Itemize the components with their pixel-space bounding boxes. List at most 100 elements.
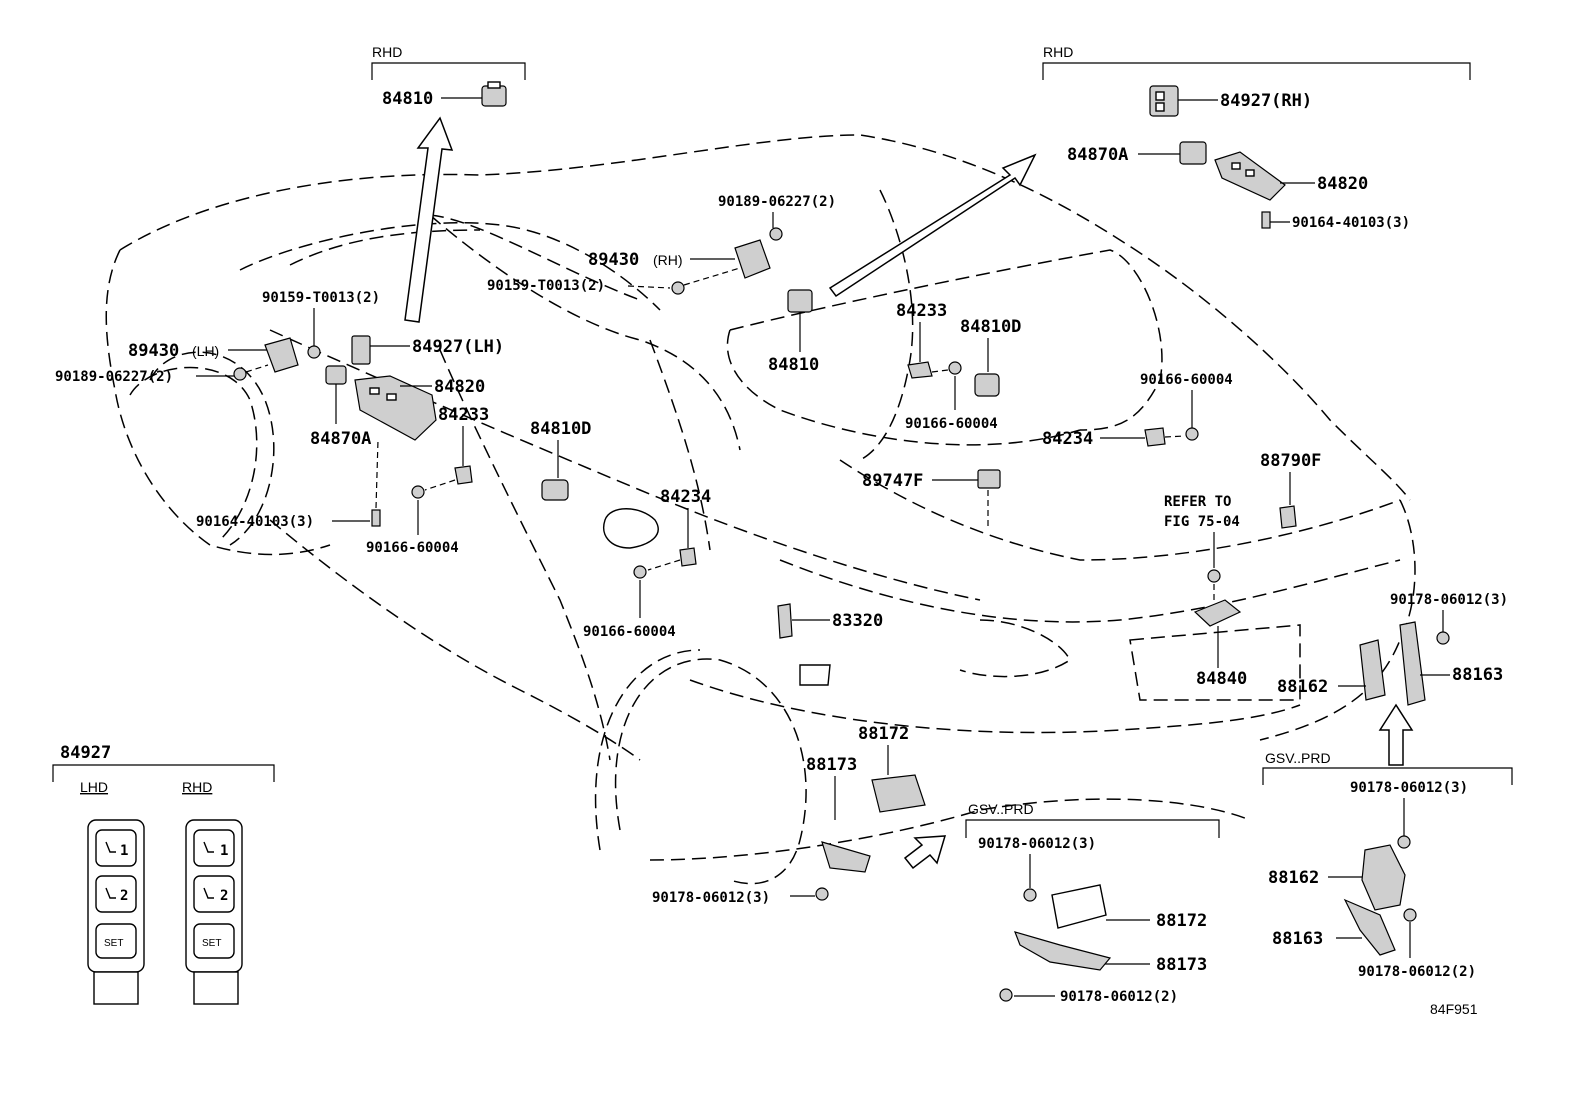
label-84234-left: 84234	[660, 487, 711, 507]
rhd-memory2: 2	[220, 888, 228, 904]
label-88790f: 88790F	[1260, 451, 1321, 471]
part-88163-rear	[1399, 621, 1426, 706]
part-84820-top	[1214, 151, 1286, 201]
part-89747f	[977, 469, 1001, 489]
gsv-prd-mid-label: GSV..PRD	[968, 801, 1034, 817]
part-88173-mid	[1014, 931, 1112, 971]
screw-90159-rh	[671, 281, 685, 295]
label-89430-rh-suffix: (RH)	[653, 252, 683, 268]
switch-lhd: 1 2 SET	[87, 819, 145, 1005]
rhd-memory1: 1	[220, 843, 228, 859]
part-84810d-right	[974, 373, 1000, 397]
part-84870a-top	[1179, 141, 1207, 165]
label-90159-lh: 90159-T0013(2)	[262, 290, 380, 306]
label-88162-rear: 88162	[1277, 677, 1328, 697]
label-84870a-left: 84870A	[310, 429, 371, 449]
refer-to-line2: FIG 75-04	[1164, 514, 1240, 530]
label-84810d-left: 84810D	[530, 419, 591, 439]
label-84234-right: 84234	[1042, 429, 1093, 449]
rhd-left-bracket: RHD	[371, 44, 526, 80]
part-89430-rh	[734, 239, 771, 279]
arrow-to-gsv-right	[1378, 703, 1414, 766]
label-89747f: 89747F	[862, 471, 923, 491]
part-84810-top	[481, 81, 507, 107]
label-84810-mid: 84810	[768, 355, 819, 375]
nut-90178-mid-bottom	[999, 988, 1013, 1002]
inset-title: 84927	[60, 743, 111, 763]
part-88162-right	[1361, 844, 1406, 911]
label-90189-rh: 90189-06227(2)	[718, 194, 836, 210]
screw-90159-lh	[307, 345, 321, 359]
figure-code: 84F951	[1430, 1001, 1478, 1017]
label-84810-top: 84810	[382, 89, 433, 109]
label-84840: 84840	[1196, 669, 1247, 689]
part-88163-right	[1343, 898, 1396, 956]
label-88172-car: 88172	[858, 724, 909, 744]
label-90178-car: 90178-06012(3)	[652, 890, 770, 906]
nut-90178-right-bottom	[1403, 908, 1417, 922]
screw-90189-lh	[233, 367, 247, 381]
screw-90164-left	[371, 509, 381, 527]
part-84820-left	[354, 375, 437, 441]
gsv-prd-mid-bracket: GSV..PRD	[965, 801, 1220, 838]
arrow-to-rhd-left	[404, 116, 454, 323]
label-90178-right-bottom: 90178-06012(2)	[1358, 964, 1476, 980]
label-84870a-top: 84870A	[1067, 145, 1128, 165]
screw-90166-right-b	[1185, 427, 1199, 441]
rhd-right-bracket: RHD	[1042, 44, 1471, 80]
part-88790f	[1279, 505, 1297, 529]
label-88163-right: 88163	[1272, 929, 1323, 949]
label-90166-lower: 90166-60004	[583, 624, 676, 640]
rhd-right-label: RHD	[1043, 44, 1073, 60]
gsv-prd-right-bracket: GSV..PRD	[1262, 750, 1513, 785]
door-handle	[603, 508, 659, 549]
label-88172-mid: 88172	[1156, 911, 1207, 931]
nut-90178-right-top	[1397, 835, 1411, 849]
screw-90164-top	[1261, 211, 1271, 229]
screw-90166-left	[411, 485, 425, 499]
label-90164-top: 90164-40103(3)	[1292, 215, 1410, 231]
label-88162-right: 88162	[1268, 868, 1319, 888]
rhd-left-label: RHD	[372, 44, 402, 60]
arrow-to-gsv-mid	[903, 835, 947, 870]
part-84840	[1193, 599, 1242, 627]
label-84810d-right: 84810D	[960, 317, 1021, 337]
lhd-memory1: 1	[120, 843, 128, 859]
label-90178-mid-bottom: 90178-06012(2)	[1060, 989, 1178, 1005]
nut-84840	[1207, 569, 1221, 583]
label-89430-rh: 89430	[588, 250, 639, 270]
label-83320: 83320	[832, 611, 883, 631]
label-84820-top: 84820	[1317, 174, 1368, 194]
label-90164-left: 90164-40103(3)	[196, 514, 314, 530]
screw-90166-lower	[633, 565, 647, 579]
part-89430-lh	[264, 337, 299, 373]
lhd-set: SET	[104, 938, 123, 949]
label-90166-right-a: 90166-60004	[905, 416, 998, 432]
switch-rhd: 1 2 SET	[185, 819, 243, 1005]
label-90189-lh: 90189-06227(2)	[55, 369, 173, 385]
arrow-to-rhd-right	[828, 153, 1037, 298]
label-88173-car: 88173	[806, 755, 857, 775]
label-84927-rh: 84927(RH)	[1220, 91, 1312, 111]
part-84234-left	[679, 547, 697, 567]
part-88162-rear	[1359, 639, 1386, 701]
label-90166-right-b: 90166-60004	[1140, 372, 1233, 388]
nut-90178-rear-top	[1436, 631, 1450, 645]
part-84810d-left	[541, 479, 569, 501]
part-84233-left	[454, 465, 473, 485]
part-84870a-left	[325, 365, 347, 385]
car-outline	[105, 134, 1416, 885]
part-84810-mid	[787, 289, 813, 313]
part-84927-rh	[1149, 85, 1179, 117]
label-89430-lh: 89430	[128, 341, 179, 361]
label-84233-right: 84233	[896, 301, 947, 321]
part-83320	[777, 603, 793, 639]
gsv-prd-right-label: GSV..PRD	[1265, 750, 1331, 766]
label-84233-left: 84233	[438, 405, 489, 425]
lhd-label: LHD	[80, 779, 108, 795]
label-84927-lh: 84927(LH)	[412, 337, 504, 357]
lhd-memory2: 2	[120, 888, 128, 904]
part-88172-car	[871, 774, 926, 813]
part-88172-mid	[1051, 884, 1107, 929]
